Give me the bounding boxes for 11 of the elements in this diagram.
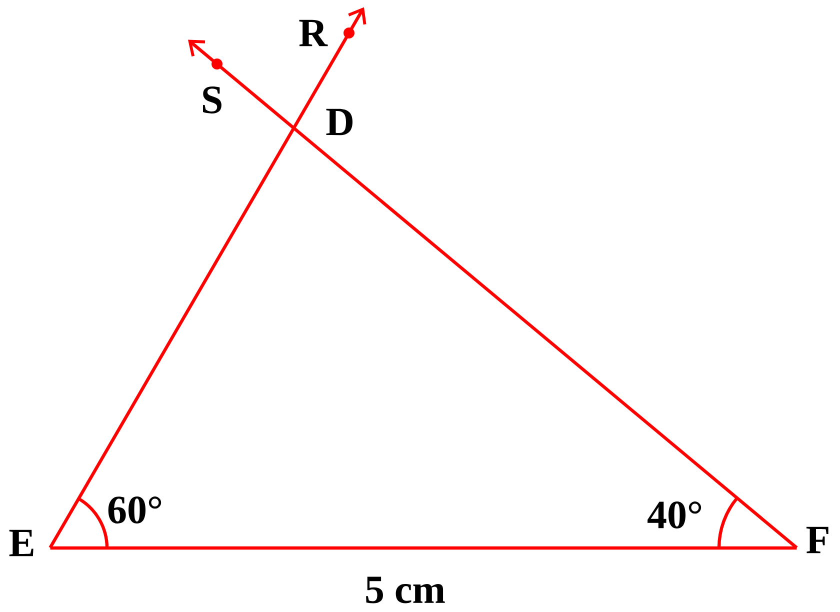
text-label: 60° (108, 496, 162, 524)
text-label: D (326, 108, 352, 136)
point-label: R (299, 20, 354, 46)
text-label: 5 cm (366, 576, 445, 604)
point-label: F (806, 526, 828, 554)
line-segment (48, 7, 366, 549)
line-segment (50, 546, 797, 550)
line-segment (188, 40, 798, 549)
text-label: 40° (648, 502, 702, 528)
point-label: S (203, 58, 222, 114)
point-label: E (9, 530, 34, 556)
